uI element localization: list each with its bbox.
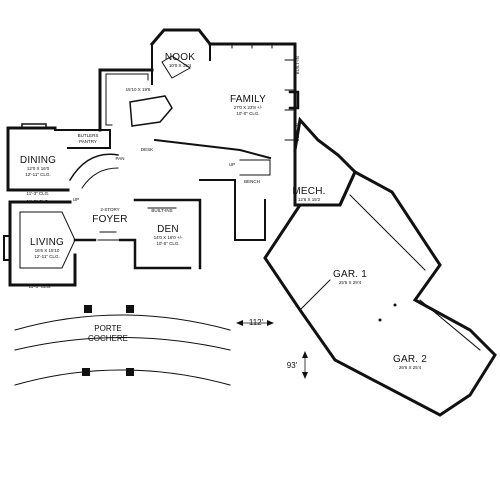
den-ceiling: 10'-0" CLG.	[156, 241, 180, 246]
built-in-top-label: BUILT-IN	[294, 56, 300, 75]
garage-post	[378, 318, 382, 322]
den-size: 14'0 X 16'0 +/-	[153, 235, 183, 240]
column	[126, 305, 134, 313]
arrow-left	[236, 320, 243, 326]
dining-label: DINING	[19, 155, 57, 166]
family-builtin-top	[284, 59, 296, 91]
arrow-down	[302, 372, 308, 379]
dining-ceiling: 12'-11" CLG.	[25, 172, 51, 177]
nook-inner-wall	[151, 43, 211, 85]
kitchen-feature	[161, 55, 191, 79]
garage-door-1	[349, 194, 426, 271]
living-size: 16'6 X 15'10	[34, 248, 60, 253]
pantry-label: PAN	[115, 156, 125, 161]
butlers-pantry-label-2: PANTRY	[79, 139, 97, 144]
bench-label: BENCH	[244, 179, 260, 184]
den-wall	[133, 198, 202, 270]
stair-curve-inner	[81, 167, 119, 189]
living-label: LIVING	[30, 237, 64, 248]
overall-depth-dimension: 93'	[286, 361, 298, 370]
porte-cochere-arc-lower	[14, 369, 231, 386]
kitchen-wall	[98, 68, 154, 132]
foyer-note: 2-STORY	[100, 207, 120, 212]
nook-label: NOOK	[164, 52, 196, 63]
bench-stair	[239, 159, 271, 176]
garage-2-label: GAR. 2	[393, 354, 427, 365]
porte-cochere-label-2: COCHERE	[87, 334, 129, 343]
porte-cochere-label-1: PORTE	[94, 324, 122, 333]
foyer-wall	[73, 238, 192, 270]
kitchen-counter	[105, 73, 149, 126]
dining-bay	[21, 123, 47, 129]
garage-door-2	[419, 299, 481, 351]
foyer-door	[97, 231, 119, 241]
mech-label: MECH.	[292, 186, 326, 197]
dining-size: 12'0 X 16'0	[26, 166, 50, 171]
foyer-label: FOYER	[92, 214, 128, 225]
desk-label: DESK	[140, 147, 154, 152]
living-fireplace	[3, 235, 11, 261]
overall-width-dimension: 112'	[248, 318, 264, 327]
family-windows	[231, 43, 273, 49]
column	[82, 368, 90, 376]
garage-mid	[299, 279, 331, 311]
kitchen-size: 15'10 X 19'8	[125, 87, 151, 92]
garage-2-size: 26'6 X 25'4	[398, 365, 422, 370]
dining-wall	[6, 126, 70, 192]
kitchen-island	[129, 95, 173, 127]
family-builtin-bottom	[284, 109, 296, 141]
porte-cochere-arc-top	[14, 314, 231, 331]
garage-1-label: GAR. 1	[333, 269, 367, 280]
garage-post	[393, 303, 397, 307]
den-label: DEN	[157, 224, 179, 235]
mech-size: 12'6 X 15'2	[297, 197, 321, 202]
stair-up-label: UP	[72, 197, 80, 202]
utility-walls	[199, 179, 266, 241]
living-soffit-ceiling-bottom: 11'-3" CLG.	[28, 284, 52, 289]
built-in-bottom-label: BUILT-IN	[294, 123, 300, 142]
arrow-up	[302, 351, 308, 358]
pantry-wall	[54, 129, 111, 149]
family-size: 27'0 X 23'8 +/-	[233, 105, 263, 110]
hall-wall	[153, 138, 272, 160]
arrow-right	[267, 320, 274, 326]
column	[84, 305, 92, 313]
porte-cochere-arc-bottom	[14, 337, 231, 351]
nook-wall	[149, 28, 213, 47]
living-bay	[19, 211, 76, 269]
garage-wall	[263, 169, 497, 417]
butlers-pantry-label-1: BUTLERS	[77, 133, 99, 138]
family-label: FAMILY	[229, 94, 267, 105]
fireplace	[288, 90, 300, 110]
living-ceiling: 12'-11" CLG.	[34, 254, 60, 259]
column	[126, 368, 134, 376]
garage-1-size: 25'6 X 29'4	[338, 280, 362, 285]
stair-curve	[68, 153, 119, 182]
rear-stair-up-label: UP	[228, 162, 236, 167]
dining-soffit-ceiling: 11'-3" CLG.	[26, 191, 50, 196]
den-built-ins: BUILT-INS	[151, 208, 173, 213]
nook-size: 10'0 X 15'4	[168, 63, 192, 68]
family-ceiling: 10'-0" CLG.	[236, 111, 260, 116]
living-soffit-ceiling-top: 11'-3" CLG.	[26, 199, 50, 204]
